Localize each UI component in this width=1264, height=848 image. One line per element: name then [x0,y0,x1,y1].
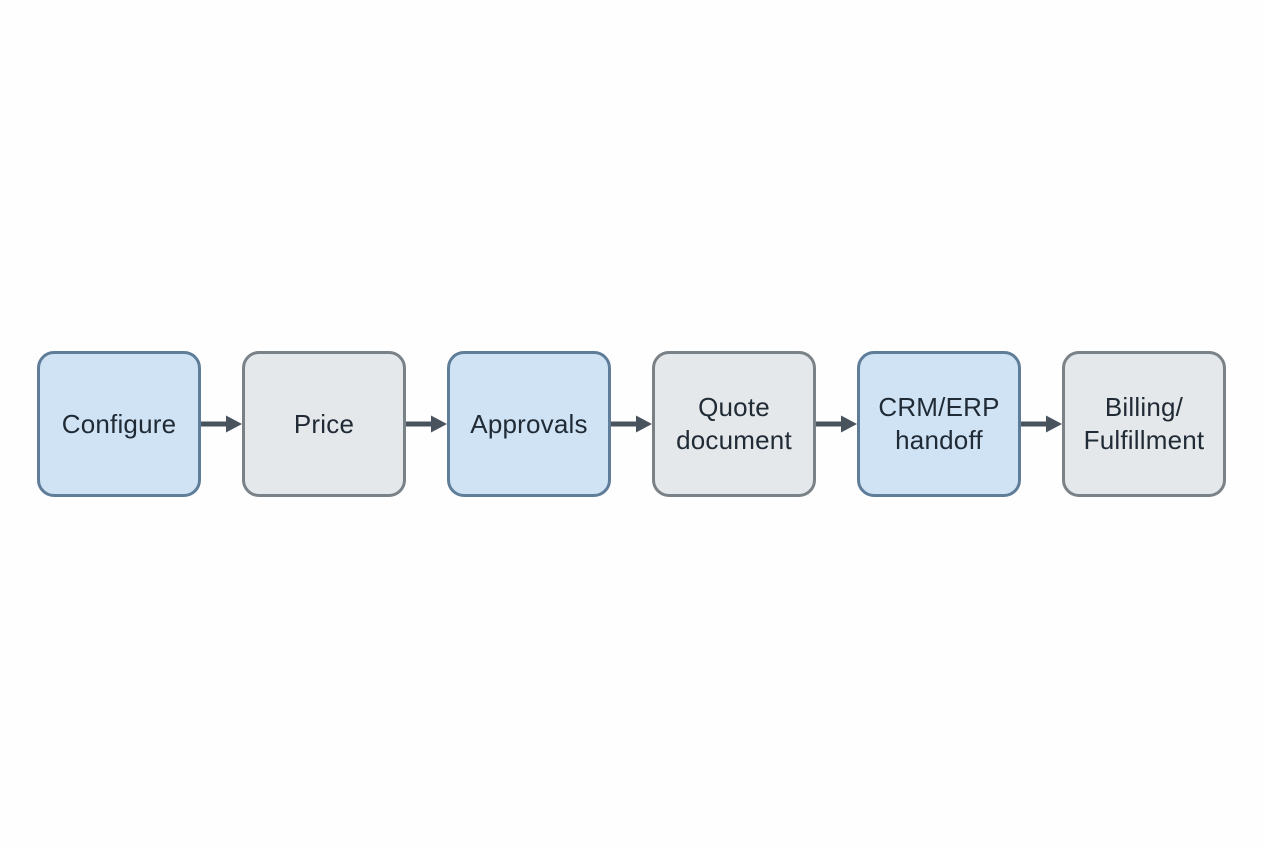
flow-node-crm-erp-handoff: CRM/ERP handoff [857,351,1021,497]
flow-arrow-icon [611,415,652,433]
flow-arrow-icon [1021,415,1062,433]
flow-node-approvals: Approvals [447,351,611,497]
process-flow: Configure Price Approvals Quote document… [37,351,1226,497]
flow-node-price: Price [242,351,406,497]
flow-node-quote-document: Quote document [652,351,816,497]
flow-arrow-icon [406,415,447,433]
flow-node-configure: Configure [37,351,201,497]
node-label-quote-document: Quote document [676,392,792,455]
flow-arrow-icon [201,415,242,433]
flow-arrow-icon [816,415,857,433]
node-label-price: Price [293,408,355,439]
node-label-billing-fulfillment: Billing/ Fulfillment [1083,392,1205,455]
node-label-approvals: Approvals [470,408,588,439]
flow-node-billing-fulfillment: Billing/ Fulfillment [1062,351,1226,497]
node-label-crm-erp-handoff: CRM/ERP handoff [878,392,1000,455]
node-label-configure: Configure [61,408,177,439]
